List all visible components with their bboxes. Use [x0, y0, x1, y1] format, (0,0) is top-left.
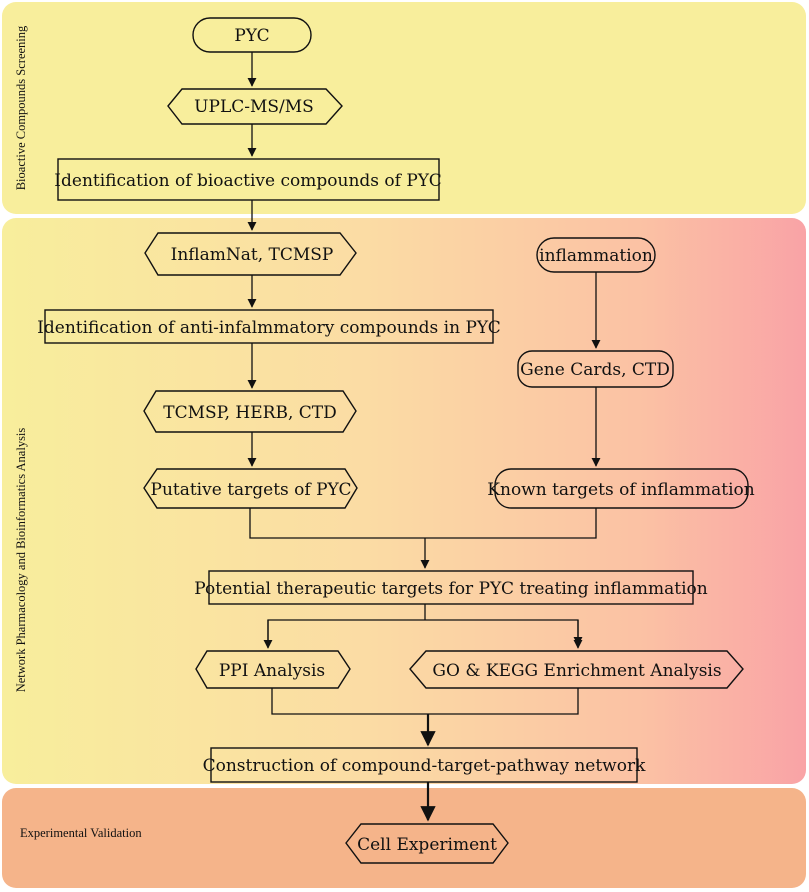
edge-merge-targets	[249, 508, 597, 539]
node-go-kegg: GO & KEGG Enrichment Analysis	[409, 650, 744, 689]
node-genecards-label: Gene Cards, CTD	[520, 360, 670, 380]
node-potential: Potential therapeutic targets for PYC tr…	[194, 570, 708, 605]
node-identify-anti-label: Identification of anti-infalmmatory comp…	[37, 318, 501, 338]
node-inflammation: inflammation	[536, 237, 656, 273]
section-label-screening: Bioactive Compounds Screening	[14, 25, 28, 190]
node-pyc-label: PYC	[234, 26, 269, 46]
node-identify-anti: Identification of anti-infalmmatory comp…	[37, 309, 501, 344]
node-cell: Cell Experiment	[345, 823, 509, 864]
node-ppi-label: PPI Analysis	[219, 661, 325, 681]
node-putative: Putative targets of PYC	[143, 468, 358, 509]
node-inflamnat: InflamNat, TCMSP	[144, 232, 357, 276]
edge-merge-analysis	[271, 688, 579, 715]
node-known: Known targets of inflammation	[487, 468, 755, 509]
section-validation-bg	[2, 788, 806, 888]
section-label-network: Network Pharmacology and Bioinformatics …	[14, 428, 28, 693]
node-inflamnat-label: InflamNat, TCMSP	[171, 245, 334, 265]
node-uplc-label: UPLC-MS/MS	[194, 97, 314, 117]
edges	[247, 52, 601, 822]
node-pyc: PYC	[192, 17, 312, 53]
node-go-kegg-label: GO & KEGG Enrichment Analysis	[432, 661, 721, 681]
node-putative-label: Putative targets of PYC	[151, 480, 352, 500]
node-identify-bioactive: Identification of bioactive compounds of…	[54, 158, 442, 201]
node-known-label: Known targets of inflammation	[487, 480, 754, 500]
node-identify-bioactive-label: Identification of bioactive compounds of…	[54, 171, 441, 191]
section-screening-bg	[2, 2, 806, 214]
node-potential-label: Potential therapeutic targets for PYC tr…	[194, 579, 707, 599]
section-network-bg	[2, 218, 806, 784]
node-construction: Construction of compound-target-pathway …	[203, 747, 647, 783]
node-uplc: UPLC-MS/MS	[167, 88, 343, 125]
node-genecards: Gene Cards, CTD	[517, 350, 674, 388]
section-label-validation: Experimental Validation	[20, 826, 142, 840]
node-inflammation-label: inflammation	[539, 246, 653, 266]
node-tcmsp-herb-label: TCMSP, HERB, CTD	[163, 403, 337, 423]
node-cell-label: Cell Experiment	[357, 835, 497, 855]
node-construction-label: Construction of compound-target-pathway …	[203, 756, 647, 776]
node-tcmsp-herb: TCMSP, HERB, CTD	[143, 390, 357, 433]
node-ppi: PPI Analysis	[195, 650, 351, 689]
